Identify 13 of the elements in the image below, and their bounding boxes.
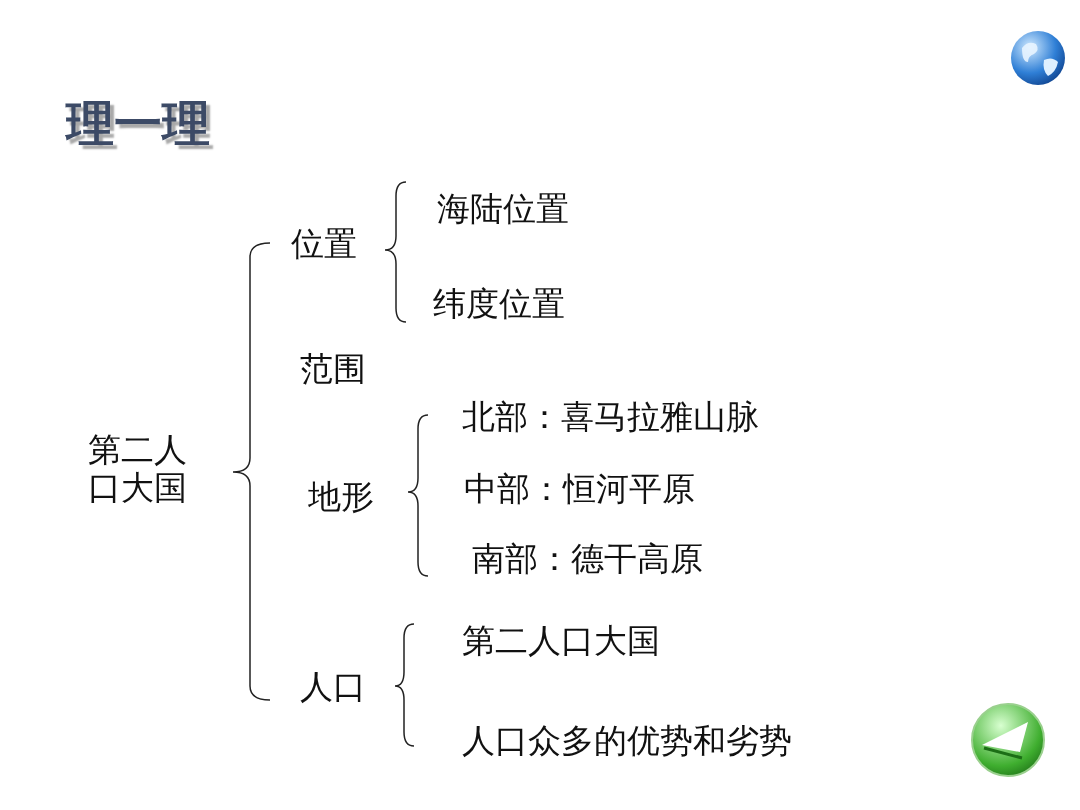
label: 第二人口大国 [462, 622, 660, 660]
label: 人口 [300, 668, 366, 706]
label: 第二人口大国 [88, 431, 188, 507]
label: 范围 [300, 350, 366, 388]
label: 北部：喜马拉雅山脉 [462, 398, 759, 436]
label: 人口众多的优势和劣势 [462, 722, 792, 760]
label: 海陆位置 [437, 190, 569, 228]
label: 南部：德干高原 [472, 540, 703, 578]
label: 地形 [308, 478, 374, 516]
label: 位置 [291, 225, 357, 263]
label: 纬度位置 [433, 285, 565, 323]
title: 理一理 [66, 94, 210, 153]
label: 中部：恒河平原 [464, 470, 695, 508]
